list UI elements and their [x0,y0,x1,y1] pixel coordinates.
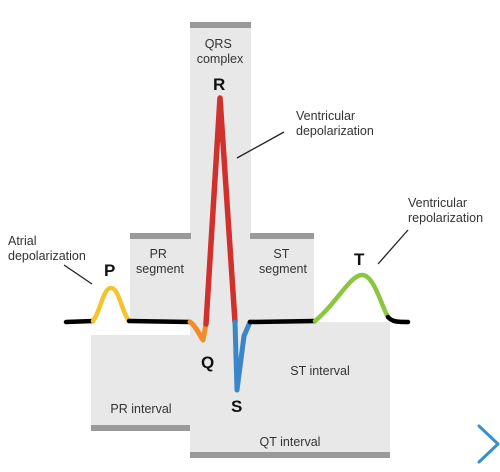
qt-interval-box [190,322,390,458]
pr-segment-line [126,318,193,325]
s-wave-label: S [231,397,242,416]
ventricular-repolarization-label: Ventricular repolarization [408,196,483,225]
p-wave [90,285,132,324]
st-segment-line [247,318,318,325]
pr-interval-box [91,335,191,431]
st-segment-box [250,233,314,323]
leader-ventricular-depolarization [236,131,285,159]
pr-interval-label: PR interval [110,402,171,416]
q-wave [187,319,209,343]
atrial-depolarization-label: Atrial depolarization [8,234,86,263]
r-wave-label: R [213,75,225,94]
baseline-start [63,318,96,325]
chevron-right-icon[interactable] [477,424,500,464]
qrs-complex-label: QRS complex [197,37,244,66]
st-segment-label: ST segment [259,247,307,276]
r-wave [203,95,238,327]
t-wave-label: T [354,250,365,269]
ventricular-depolarization-label: Ventricular depolarization [296,109,374,138]
st-interval-label: ST interval [290,364,350,378]
pr-segment-box [130,233,191,323]
p-wave-label: P [104,261,115,280]
t-wave [312,272,391,324]
q-wave-label: Q [201,353,214,372]
pr-segment-label: PR segment [136,247,184,276]
leader-ventricular-repolarization [377,229,409,265]
leader-atrial [63,264,93,285]
qrs-complex-box [190,22,251,322]
qt-interval-label: QT interval [260,435,321,449]
s-wave [232,319,253,393]
ecg-trace [63,95,411,393]
baseline-end [385,314,411,325]
